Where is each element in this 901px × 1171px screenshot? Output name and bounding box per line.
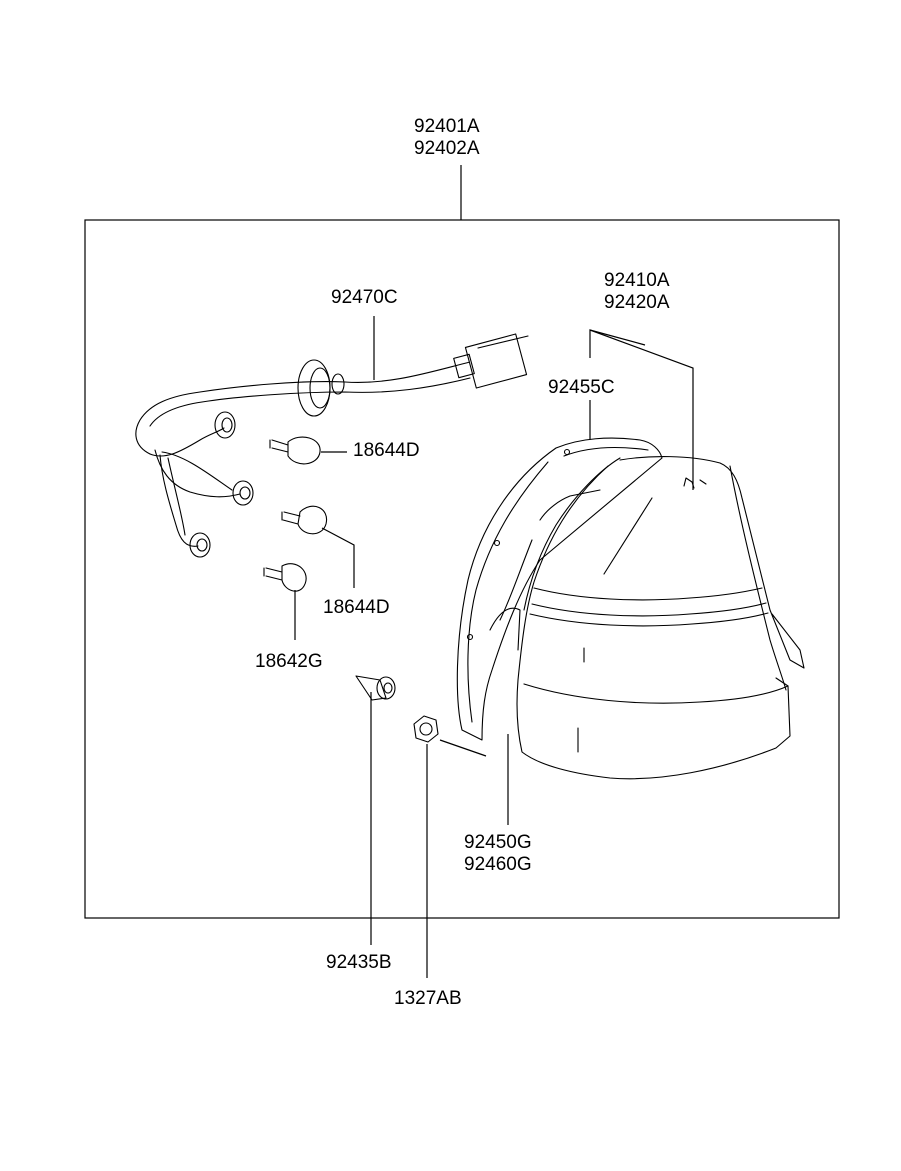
bulb-18644d-middle bbox=[281, 505, 328, 535]
socket-part bbox=[355, 675, 396, 701]
nut-part bbox=[413, 715, 439, 743]
label-wiring-harness: 92470C bbox=[331, 287, 398, 308]
label-bulb-top: 18644D bbox=[353, 440, 420, 461]
label-bulb-holder-line1: 92450G bbox=[464, 832, 532, 853]
assembly-frame bbox=[84, 219, 840, 919]
label-lens-housing-line2: 92420A bbox=[604, 292, 670, 313]
label-assembly: 92401A 92402A bbox=[414, 116, 480, 160]
leader-lines bbox=[294, 165, 694, 978]
label-lens-housing-line1: 92410A bbox=[604, 270, 670, 291]
label-assembly-line1: 92401A bbox=[414, 116, 480, 137]
label-packing: 92455C bbox=[548, 377, 615, 398]
wiring-harness bbox=[135, 333, 529, 558]
label-lens-housing: 92410A 92420A bbox=[604, 270, 670, 314]
label-socket: 92435B bbox=[326, 952, 392, 973]
label-nut: 1327AB bbox=[394, 988, 462, 1009]
lens-housing bbox=[456, 437, 805, 780]
label-bulb-holder: 92450G 92460G bbox=[464, 832, 532, 876]
bulb-18642g bbox=[263, 563, 307, 592]
label-bulb-small: 18642G bbox=[255, 651, 323, 672]
bulb-18644d-top bbox=[269, 436, 321, 465]
label-assembly-line2: 92402A bbox=[414, 138, 480, 159]
label-bulb-holder-line2: 92460G bbox=[464, 854, 532, 875]
label-bulb-middle: 18644D bbox=[323, 597, 390, 618]
